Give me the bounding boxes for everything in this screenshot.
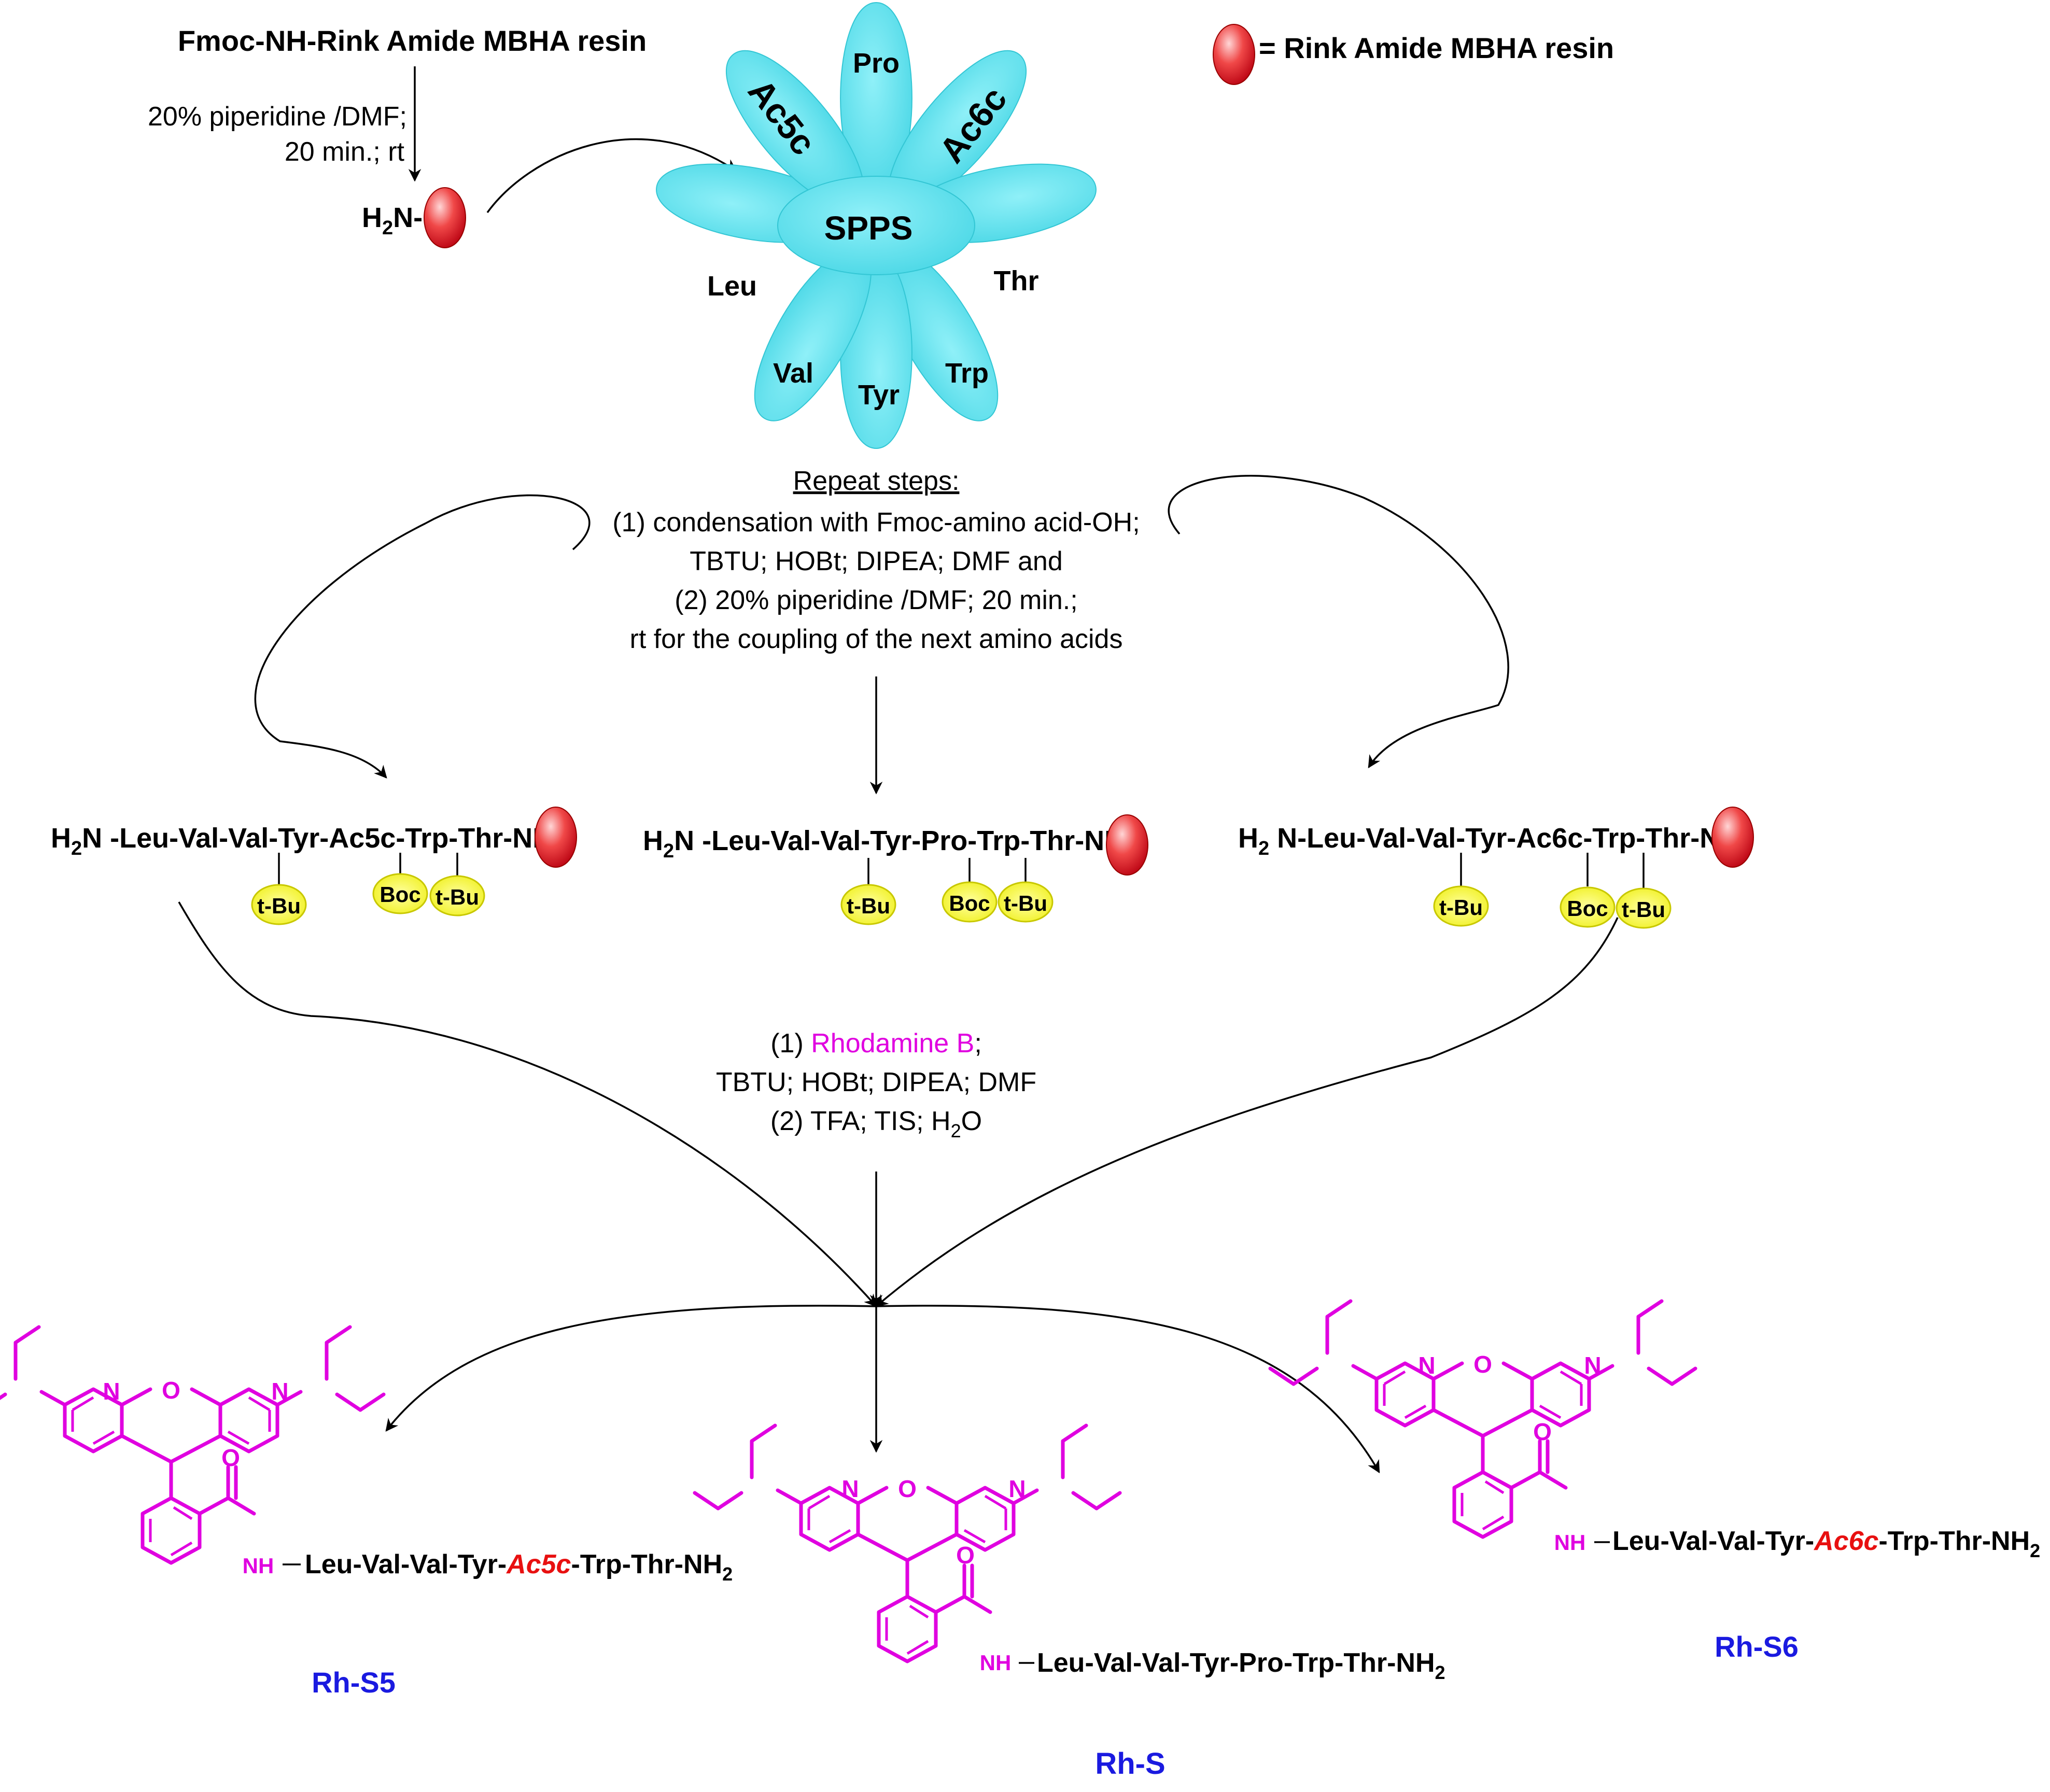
tbu-badge-left-tyr xyxy=(251,884,307,925)
rh-s6-sequence: Leu-Val-Val-Tyr-Ac6c-Trp-Thr-NH2 xyxy=(1612,1526,2040,1561)
petal-val xyxy=(754,246,872,421)
boc-badge-middle-trp xyxy=(942,881,998,923)
tbu-label: t-Bu xyxy=(1622,897,1665,922)
rh-s6-label: Rh-S6 xyxy=(1715,1630,1799,1663)
atom-N: N xyxy=(841,1475,859,1502)
conditions-line-3: (2) TFA; TIS; H2O xyxy=(770,1106,982,1141)
resin-bead-left xyxy=(535,807,577,868)
repeat-line-3: (2) 20% piperidine /DMF; 20 min.; xyxy=(675,585,1077,615)
rh-s5-sequence: Leu-Val-Val-Tyr-Ac5c-Trp-Thr-NH2 xyxy=(305,1549,733,1585)
conditions-line-1: (1) Rhodamine B; xyxy=(770,1028,982,1059)
atom-N: N xyxy=(1008,1475,1026,1502)
resin-peptide-left: H2N -Leu-Val-Val-Tyr-Ac5c-Trp-Thr-NH- xyxy=(51,823,562,859)
petal-ac5c xyxy=(725,50,865,209)
deprotection-line-2: 20 min.; rt xyxy=(285,137,405,167)
rh-s-sequence: Leu-Val-Val-Tyr-Pro-Trp-Thr-NH2 xyxy=(1037,1648,1445,1683)
petal-label-tyr: Tyr xyxy=(858,379,900,411)
tbu-label: t-Bu xyxy=(436,885,479,909)
rh-s5-label: Rh-S5 xyxy=(312,1666,396,1699)
atom-N: N xyxy=(271,1378,288,1405)
petal-label-leu: Leu xyxy=(707,271,757,302)
atom-O: O xyxy=(1533,1418,1552,1445)
rh-s5-structure: N N O O NH xyxy=(0,1327,384,1578)
atom-NH: NH xyxy=(243,1554,274,1578)
tbu-label: t-Bu xyxy=(1439,895,1483,920)
atom-O: O xyxy=(956,1542,975,1569)
tbu-badge-right-tyr xyxy=(1433,885,1489,927)
legend-text: = Rink Amide MBHA resin xyxy=(1259,32,1614,64)
atom-N: N xyxy=(1584,1352,1601,1379)
rh-s-label: Rh-S xyxy=(1095,1747,1165,1781)
petal-label-thr: Thr xyxy=(994,265,1039,297)
petal-label-pro: Pro xyxy=(853,48,900,79)
tbu-badge-middle-tyr xyxy=(840,884,896,925)
resin-peptide-middle: H2N -Leu-Val-Val-Tyr-Pro-Trp-Thr-NH- xyxy=(643,825,1134,862)
spps-center xyxy=(777,176,975,275)
petal-label-val: Val xyxy=(773,358,813,389)
boc-label: Boc xyxy=(1567,896,1608,921)
arrow-to-left-peptide xyxy=(254,494,591,779)
atom-O: O xyxy=(162,1377,180,1404)
arrow-to-rh-s6 xyxy=(876,1305,1380,1474)
spps-center-label: SPPS xyxy=(824,209,913,247)
amine-resin-label: H2N- xyxy=(362,202,423,239)
atom-O: O xyxy=(1473,1351,1492,1378)
tbu-badge-right-thr xyxy=(1616,887,1672,929)
rh-s-structure: N N O O NH xyxy=(695,1426,1120,1675)
tbu-label: t-Bu xyxy=(1004,891,1047,915)
repeat-line-1: (1) condensation with Fmoc-amino acid-OH… xyxy=(612,507,1140,538)
arrow-to-right-peptide xyxy=(1168,475,1509,769)
conditions-line-2: TBTU; HOBt; DIPEA; DMF xyxy=(716,1067,1036,1097)
tbu-label: t-Bu xyxy=(847,894,890,918)
arrow-left-converge xyxy=(178,901,877,1307)
petal-label-trp: Trp xyxy=(945,358,989,389)
deprotection-line-1: 20% piperidine /DMF; xyxy=(148,102,407,132)
resin-peptide-right: H2 N-Leu-Val-Val-Tyr-Ac6c-Trp-Thr-NH- xyxy=(1238,823,1749,859)
atom-NH: NH xyxy=(1554,1530,1586,1555)
atom-N: N xyxy=(103,1378,120,1405)
atom-O: O xyxy=(221,1444,240,1471)
tbu-label: t-Bu xyxy=(257,894,301,918)
resin-bead-start xyxy=(424,187,466,248)
start-reagent: Fmoc-NH-Rink Amide MBHA resin xyxy=(178,24,647,57)
rh-s6-structure: N N O O NH xyxy=(1270,1301,1695,1555)
resin-bead-right xyxy=(1711,807,1754,868)
boc-label: Boc xyxy=(380,882,420,907)
boc-label: Boc xyxy=(949,891,990,915)
spps-flower: SPPS Pro Ac6c Thr Trp Tyr Val Leu Ac5c xyxy=(656,2,1097,449)
boc-badge-left-trp xyxy=(372,873,428,914)
boc-badge-right-trp xyxy=(1560,886,1616,928)
atom-N: N xyxy=(1418,1352,1435,1379)
tbu-badge-middle-thr xyxy=(998,881,1054,923)
resin-bead-middle xyxy=(1106,814,1148,876)
tbu-badge-left-thr xyxy=(429,875,485,916)
repeat-line-2: TBTU; HOBt; DIPEA; DMF and xyxy=(690,546,1062,576)
repeat-heading: Repeat steps: xyxy=(793,466,960,496)
arrow-right-converge xyxy=(875,917,1619,1307)
arrow-to-spps xyxy=(486,138,738,214)
atom-NH: NH xyxy=(980,1650,1012,1675)
legend-resin-bead xyxy=(1213,24,1255,85)
atom-O: O xyxy=(898,1475,917,1502)
arrow-to-rh-s5 xyxy=(385,1305,877,1432)
repeat-line-4: rt for the coupling of the next amino ac… xyxy=(630,624,1123,654)
